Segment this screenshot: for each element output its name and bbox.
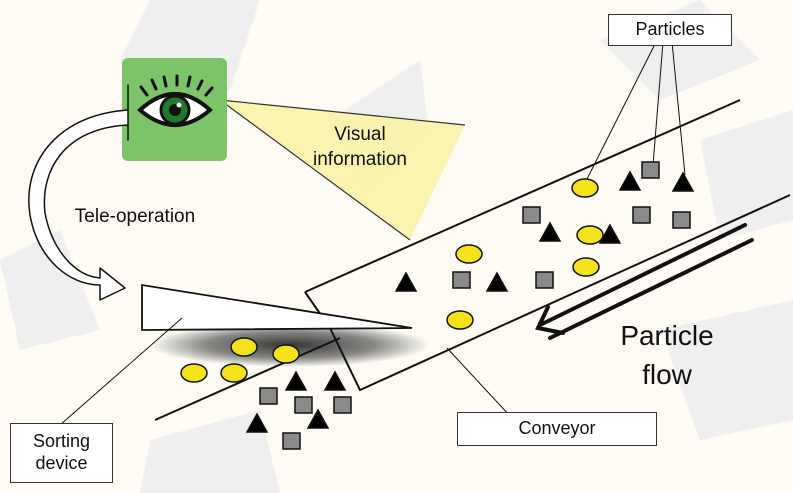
triangle-particle-icon	[306, 408, 330, 429]
triangle-particle-icon	[671, 171, 695, 192]
square-particle-icon	[333, 396, 352, 414]
conveyor-label: Conveyor	[457, 412, 657, 446]
square-particle-icon	[641, 161, 660, 179]
vision-cone	[220, 100, 465, 240]
square-particle-icon	[535, 271, 554, 289]
eye-icon	[136, 74, 214, 127]
circle-particle-icon	[220, 363, 248, 383]
visual-information-label-line1: Visual	[334, 124, 385, 145]
triangle-particle-icon	[394, 271, 418, 292]
lower-belt-line	[154, 337, 341, 421]
circle-particle-icon	[455, 244, 483, 264]
circle-particle-icon	[230, 337, 258, 357]
square-particle-icon	[282, 432, 301, 450]
circle-particle-icon	[576, 225, 604, 245]
tele-operation-arrow	[28, 84, 129, 301]
vision-cone-edge-bottom	[219, 99, 411, 241]
circle-particle-icon	[571, 178, 599, 198]
square-particle-icon	[632, 206, 651, 224]
square-particle-icon	[522, 206, 541, 224]
triangle-particle-icon	[245, 412, 269, 433]
sorting-device-label-line1: Sorting	[32, 431, 91, 452]
operator-eye	[122, 58, 227, 161]
visual-information-label-line2: information	[313, 149, 407, 170]
square-particle-icon	[452, 271, 471, 289]
triangle-particle-icon	[618, 170, 642, 191]
square-particle-icon	[294, 396, 313, 414]
triangle-particle-icon	[598, 223, 622, 244]
particle-flow-arrow	[535, 223, 754, 340]
circle-particle-icon	[272, 344, 300, 364]
sorted-particles	[180, 337, 352, 450]
sorting-device-label: Sorting device	[10, 423, 113, 483]
sorting-device	[141, 283, 413, 331]
triangle-particle-icon	[323, 370, 347, 391]
leader-lines	[59, 41, 686, 426]
square-particle-icon	[259, 387, 278, 405]
circle-particle-icon	[572, 257, 600, 277]
conveyor-belt	[304, 99, 791, 392]
triangle-particle-icon	[284, 370, 308, 391]
vision-cone-edge-top	[219, 99, 466, 126]
triangle-particle-icon	[538, 221, 562, 242]
circle-particle-icon	[180, 363, 208, 383]
sorting-device-label-line2: device	[35, 453, 88, 473]
particles-label: Particles	[608, 14, 732, 46]
tele-operation-label: Tele-operation	[75, 206, 195, 227]
particle-flow-label-line2: flow	[642, 359, 693, 390]
triangle-particle-icon	[485, 271, 509, 292]
particle-flow-label-line1: Particle	[620, 320, 713, 351]
conveyor-particles	[394, 161, 695, 330]
circle-particle-icon	[446, 310, 474, 330]
square-particle-icon	[672, 211, 691, 229]
